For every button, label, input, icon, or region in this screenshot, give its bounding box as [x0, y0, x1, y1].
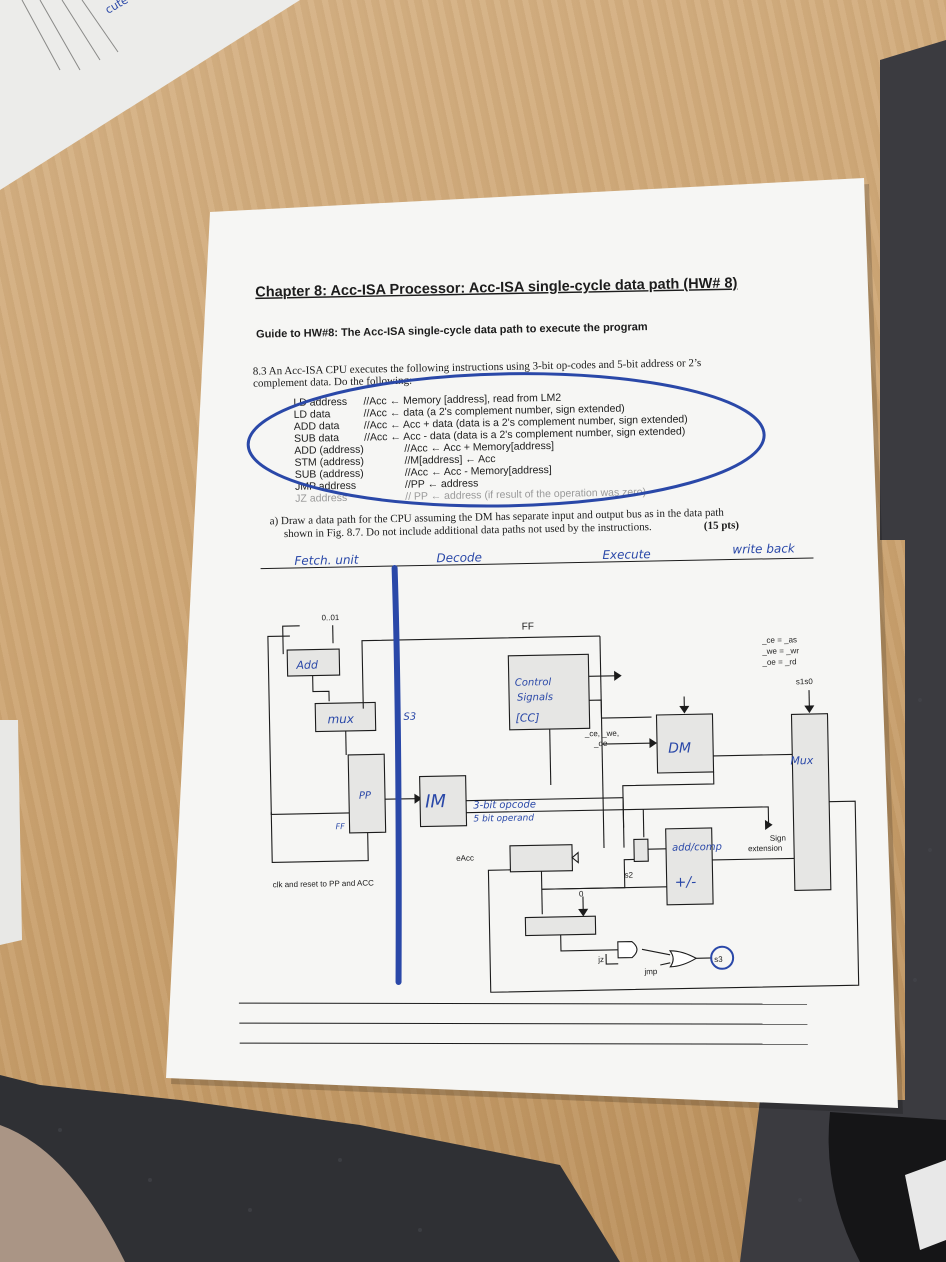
instr-op: ADD (address): [294, 444, 364, 457]
ink-divider: [391, 565, 402, 986]
instr-op: JMP address: [295, 480, 356, 493]
mux-left-label: mux: [327, 712, 355, 727]
we-wr-label: _we = _wr: [761, 646, 799, 656]
instr-desc: //Acc ← Acc - Memory[address]: [405, 464, 552, 479]
instr-desc: //Acc ← Memory [address], read from LM2: [363, 392, 561, 408]
dm-label: DM: [668, 740, 691, 756]
stage-decode: Decode: [436, 550, 482, 565]
instr-op: SUB data: [294, 432, 339, 445]
add-label: Add: [295, 658, 319, 671]
mux-small-box: [633, 838, 649, 863]
answer-lines: [238, 1002, 808, 1045]
or-gate: [668, 950, 698, 968]
instr-op: SUB (address): [295, 468, 364, 481]
mux-right-label: Mux: [790, 754, 814, 767]
ce-we-label: _ce, _we,: [584, 729, 619, 739]
paper-sheet: [166, 178, 898, 1108]
control-label-3: [CC]: [515, 711, 539, 724]
datapath-diagram: 0..01: [267, 613, 860, 993]
opcode-label-2: 5 bit operand: [473, 813, 534, 824]
part-a-points: (15 pts): [704, 519, 740, 532]
instr-op: LD address: [293, 396, 347, 409]
other-paper-left: [0, 720, 22, 945]
other-paper-top: [0, 0, 300, 190]
carpet-right: [740, 40, 946, 1262]
add-comp-label: add/comp: [672, 842, 722, 854]
acc-register: [509, 844, 574, 873]
stage-execute: Execute: [602, 547, 651, 562]
shoe-logo: [905, 1160, 946, 1250]
s2-label: s2: [624, 870, 633, 879]
oe-rd-label: _oe = _rd: [761, 657, 796, 667]
instr-op: JZ address: [295, 492, 347, 505]
instr-desc: //M[address] ← Acc: [404, 453, 495, 467]
ce-as-label: _ce = _as: [761, 635, 797, 645]
jz-label: jz: [597, 955, 604, 964]
instr-desc: // PP ← address (if result of the operat…: [405, 486, 646, 503]
clock-reset-note: clk and reset to PP and ACC: [273, 878, 375, 889]
s3-circle: [710, 945, 735, 970]
ink-circle: [246, 372, 766, 508]
control-label-2: Signals: [517, 692, 553, 704]
sign-ext-label-1: Sign: [770, 834, 786, 843]
pp-init-label: 0..01: [321, 613, 340, 622]
blurry-hand: [0, 1125, 125, 1262]
opcode-label-1: 3-bit opcode: [473, 799, 536, 811]
ff-small-label: FF: [335, 822, 345, 831]
add-comp-box: [665, 827, 714, 906]
stage-write-back: write back: [732, 541, 796, 556]
plus-minus-label: +/-: [675, 874, 697, 890]
instr-op: LD data: [294, 408, 331, 421]
s3-label: S3: [403, 712, 416, 723]
instr-desc: //Acc ← Acc + Memory[address]: [404, 440, 554, 455]
adder-box: [286, 648, 341, 677]
dm-box: [655, 713, 715, 774]
pp-label: PP: [359, 790, 372, 801]
s1s0-label: s1s0: [796, 677, 814, 686]
jmp-label: jmp: [643, 967, 658, 976]
sign-ext-label-2: extension: [748, 844, 782, 854]
stage-fetch: Fetch. unit: [294, 553, 360, 568]
instruction-list: LD address //Acc ← Memory [address], rea…: [293, 392, 688, 505]
instr-desc: //PP ← address: [405, 477, 479, 490]
instr-op: ADD data: [294, 420, 340, 433]
oe-label: _oe: [593, 739, 608, 748]
eacc-label: eAcc: [456, 854, 474, 863]
ff-label: FF: [522, 621, 534, 632]
carpet-bottom: [0, 1075, 620, 1262]
instr-desc: //Acc ← data (a 2's complement number, s…: [364, 403, 625, 420]
instr-op: STM (address): [294, 456, 364, 469]
zero-detect-box: [524, 915, 597, 937]
zero-label: 0: [579, 889, 584, 898]
control-label-1: Control: [515, 677, 552, 689]
im-label: IM: [425, 791, 447, 812]
and-gate: [617, 940, 638, 959]
s3-output-label: s3: [714, 955, 723, 964]
mux-right-box: [790, 713, 832, 891]
